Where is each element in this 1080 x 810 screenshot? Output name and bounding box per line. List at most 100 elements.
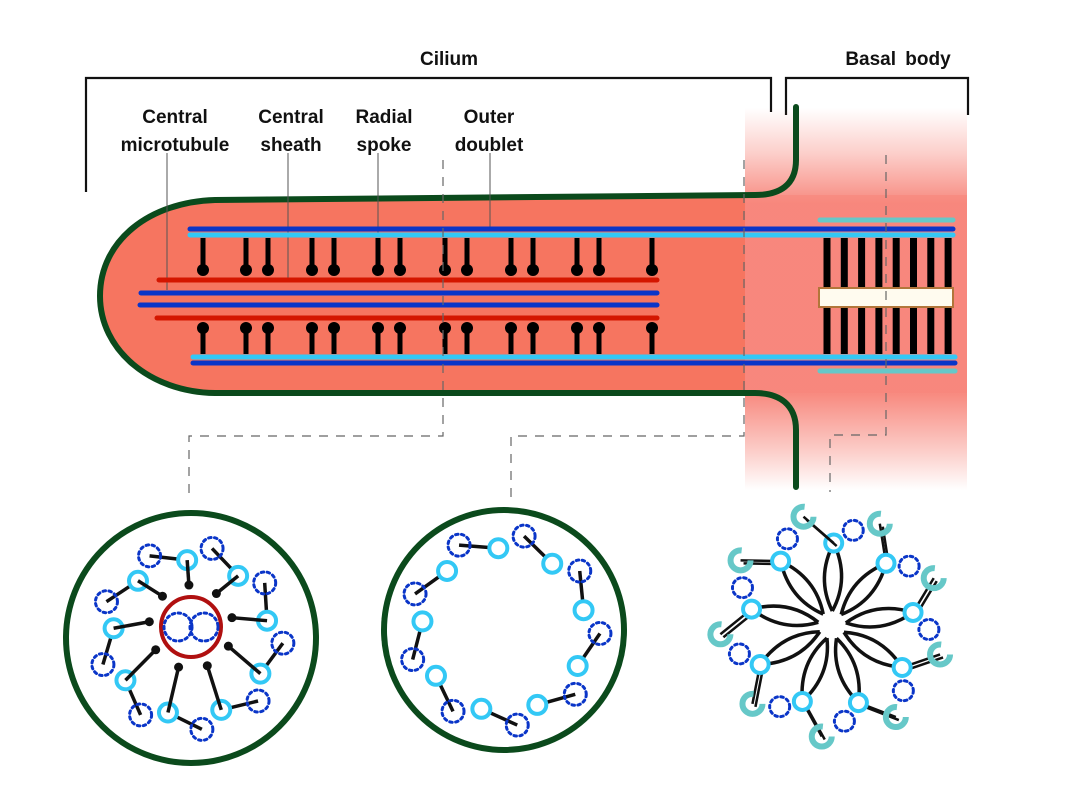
triplet-b-tubule	[775, 527, 799, 551]
triplet-a-tubule	[891, 656, 913, 678]
triplet-c-tubule	[707, 621, 734, 648]
outer-doublet-bottom	[190, 354, 958, 366]
triplet-b-tubule	[832, 709, 856, 733]
triplet-b-tubule	[891, 679, 915, 703]
radial-spoke-head-bottom	[646, 322, 658, 334]
doublet-a-tubule	[526, 693, 549, 716]
radial-spoke-head	[202, 661, 212, 671]
label-central-sheath: Central sheath	[258, 107, 323, 156]
triplet-c-tubule	[866, 510, 893, 537]
svg-text:Central: Central	[142, 107, 207, 128]
label-outer-doublet: Outer doublet	[455, 107, 524, 156]
radial-spoke-head-bottom	[197, 322, 209, 334]
radial-spoke	[215, 574, 240, 595]
radial-spoke-head-bottom	[372, 322, 384, 334]
triplet-a-tubule	[847, 692, 869, 714]
radial-spoke-head-top	[262, 264, 274, 276]
triplet-a-tubule	[791, 690, 813, 712]
doublet-b-tubule	[504, 712, 530, 738]
doublet-b-tubule	[562, 681, 588, 707]
radial-spoke-head-bottom	[394, 322, 406, 334]
triplet-linker	[804, 703, 826, 741]
leader-lines	[166, 153, 491, 290]
triplet-a-tubule	[749, 654, 771, 676]
triplet-a-tubule	[741, 598, 763, 620]
svg-text:microtubule: microtubule	[121, 135, 230, 156]
radial-spoke-head-bottom	[306, 322, 318, 334]
svg-text:doublet: doublet	[455, 135, 524, 156]
radial-spoke-head-bottom	[439, 322, 451, 334]
radial-spoke	[124, 648, 157, 682]
doublet-b-tubule	[446, 532, 472, 558]
label-radial-spoke: Radial spoke	[355, 107, 412, 156]
triplet-c-tubule	[920, 565, 947, 592]
central-microtubule-left	[162, 611, 194, 643]
doublet-b-tubule	[400, 647, 426, 673]
radial-spoke-head-top	[505, 264, 517, 276]
radial-spoke-head-bottom	[571, 322, 583, 334]
triplet-c-tubule	[808, 723, 835, 750]
radial-spoke	[137, 579, 164, 598]
doublet-a-tubule	[411, 610, 434, 633]
triplet-c-tubule	[882, 704, 909, 731]
radial-spoke-head	[184, 580, 194, 590]
svg-text:spoke: spoke	[357, 135, 412, 156]
triplet-c-tubule	[739, 690, 766, 717]
outer-doublet-top	[187, 226, 956, 238]
doublet-b-tubule	[440, 698, 466, 724]
radial-spoke-head	[151, 645, 161, 655]
radial-spoke	[227, 644, 262, 675]
doublet-b-tubule	[270, 630, 296, 656]
radial-spoke-head-top	[306, 264, 318, 276]
radial-spoke-head-bottom	[527, 322, 539, 334]
svg-text:Radial: Radial	[355, 107, 412, 128]
doublet-b-tubule	[252, 570, 278, 596]
doublet-a-tubule	[487, 537, 510, 560]
doublet-a-tubule	[541, 552, 564, 575]
radial-spoke	[113, 620, 150, 630]
triplet-b-tubule	[730, 576, 754, 600]
radial-spoke-head-top	[461, 264, 473, 276]
radial-spoke-head-top	[571, 264, 583, 276]
doublet-b-tubule	[93, 589, 119, 615]
triplet-a-tubule	[770, 550, 792, 572]
radial-spoke	[205, 665, 223, 711]
radial-spoke-head-top	[527, 264, 539, 276]
section-guide-lines	[188, 155, 887, 505]
triplet-b-tubule	[917, 617, 941, 641]
cilium-section-title: Cilium	[420, 49, 478, 70]
central-sheath-ring	[159, 595, 223, 659]
doublet-a-tubule	[566, 654, 589, 677]
svg-text:Outer: Outer	[464, 107, 515, 128]
radial-spoke-head-bottom	[461, 322, 473, 334]
radial-spoke-head-bottom	[262, 322, 274, 334]
triplet-c-tubule	[927, 641, 954, 668]
radial-spoke-head	[227, 613, 237, 623]
radial-spoke-head	[174, 662, 184, 672]
radial-spoke-head-bottom	[328, 322, 340, 334]
cilium-membrane	[96, 104, 799, 490]
radial-spoke-head-top	[439, 264, 451, 276]
radial-spoke-head-top	[197, 264, 209, 276]
triplet-a-tubule	[875, 552, 897, 574]
doublet-b-tubule	[90, 652, 116, 678]
cross-section-cilium	[63, 510, 319, 766]
doublet-a-tubule	[572, 599, 595, 622]
radial-spoke-head-top	[240, 264, 252, 276]
triplet-c-tubule	[790, 503, 817, 530]
svg-text:Central: Central	[258, 107, 323, 128]
doublet-a-tubule	[470, 697, 493, 720]
radial-spoke	[231, 615, 268, 623]
doublet-b-tubule	[567, 558, 593, 584]
radial-spoke-head-top	[394, 264, 406, 276]
radial-spoke-head-top	[646, 264, 658, 276]
doublet-a-tubule	[436, 559, 459, 582]
radial-spoke-head	[144, 617, 154, 627]
radial-spoke-head-top	[328, 264, 340, 276]
doublet-b-tubule	[245, 688, 271, 714]
central-microtubule-right	[188, 611, 220, 643]
doublet-b-tubule	[128, 702, 154, 728]
radial-spoke-head-top	[372, 264, 384, 276]
cilium-bracket	[84, 76, 773, 192]
label-central-microtubule: Central microtubule	[121, 107, 230, 156]
